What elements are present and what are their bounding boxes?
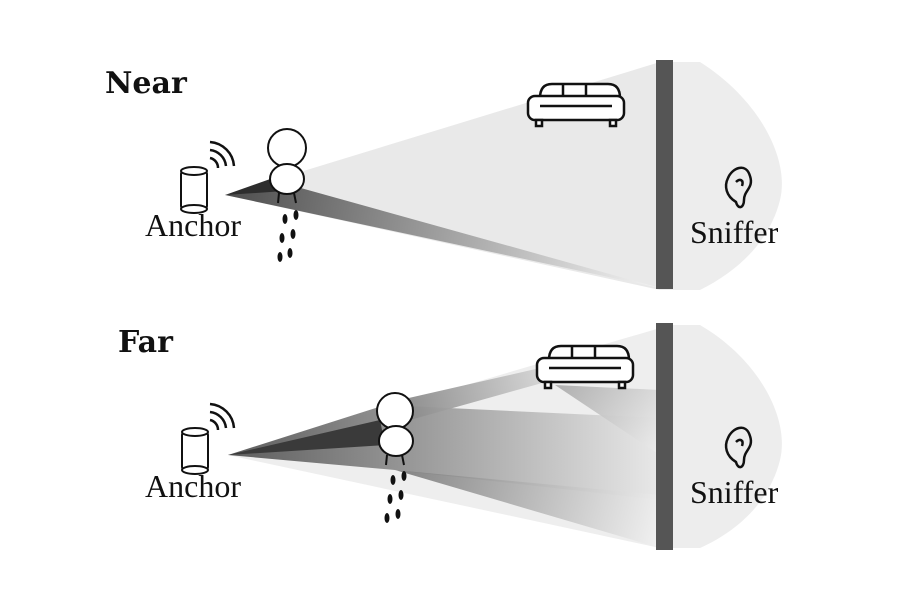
near-title: Near [105,66,188,101]
near-person-icon [267,128,307,204]
near-ear-icon [724,166,753,209]
far-sniffer-label: Sniffer [690,474,779,510]
far-footprints-icon [384,471,407,523]
near-footprints-icon [277,210,299,262]
near-panel: Near Anchor [105,60,782,290]
far-wifi-signal-icon [209,402,236,431]
far-anchor-speaker-icon [181,427,209,475]
far-person-icon [376,392,414,466]
far-signal-beam [228,328,660,548]
far-panel: Far Anchor [118,323,782,550]
far-signal-coverage [660,325,782,548]
near-sofa-icon [526,82,626,128]
near-sniffer-label: Sniffer [690,214,779,250]
near-wall [656,60,673,289]
far-anchor-label: Anchor [145,468,241,504]
near-anchor-speaker-icon [180,166,208,214]
far-wall [656,323,673,550]
far-title: Far [118,325,174,360]
far-sofa-icon [535,344,635,390]
near-anchor-label: Anchor [145,207,241,243]
far-ear-icon [724,426,753,469]
near-signal-coverage [660,62,782,290]
near-wifi-signal-icon [209,140,236,169]
